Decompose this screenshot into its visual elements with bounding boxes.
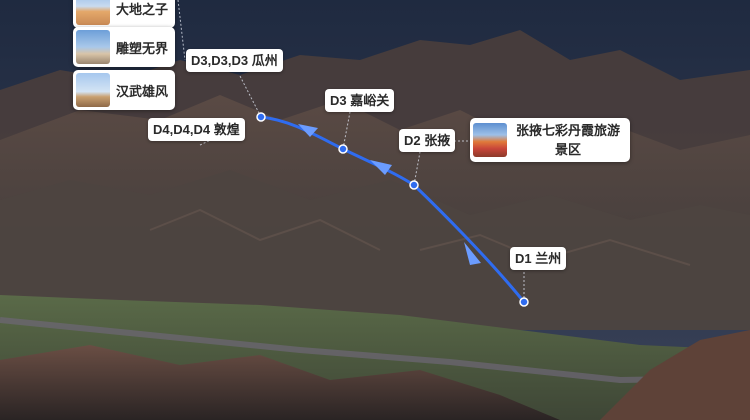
leader-zhangye [413,151,421,186]
monument-photo-icon [76,30,110,64]
attraction-card-dadizhizi[interactable]: 大地之子 [73,0,176,28]
stop-label-jiayuguan[interactable]: D3 嘉峪关 [325,89,395,112]
stop-label-lanzhou[interactable]: D1 兰州 [510,247,567,270]
attraction-name: 张掖七彩丹霞旅游景区 [515,123,620,157]
route-arrow-1 [464,242,481,265]
attraction-name: 汉武雄风 [116,83,169,99]
leader-attractions [177,0,186,61]
statue-photo-icon [76,73,110,107]
stop-marker-jiayuguan[interactable] [338,144,348,154]
stop-marker-lanzhou[interactable] [519,297,529,307]
leader-jiayuguan [342,111,351,150]
leader-guazhou [239,75,262,118]
stop-label-dunhuang[interactable]: D4,D4,D4 敦煌 [148,118,245,141]
route-arrow-2 [370,160,392,175]
stop-label-guazhou[interactable]: D3,D3,D3 瓜州 [186,49,283,72]
stop-label-zhangye[interactable]: D2 张掖 [399,129,456,152]
danxia-landform-photo-icon [473,123,507,157]
route-arrow-3 [298,124,318,137]
attraction-card-zhangye-danxia[interactable]: 张掖七彩丹霞旅游景区 [470,118,630,162]
stop-marker-zhangye[interactable] [409,180,419,190]
attraction-name: 大地之子 [116,1,169,17]
attraction-name: 雕塑无界 [116,40,169,56]
attraction-card-hanwuxiongfeng[interactable]: 汉武雄风 [73,70,176,110]
attraction-card-diaosuwujie[interactable]: 雕塑无界 [73,27,176,67]
desert-sculpture-photo-icon [76,0,110,25]
stop-marker-guazhou[interactable] [256,112,266,122]
